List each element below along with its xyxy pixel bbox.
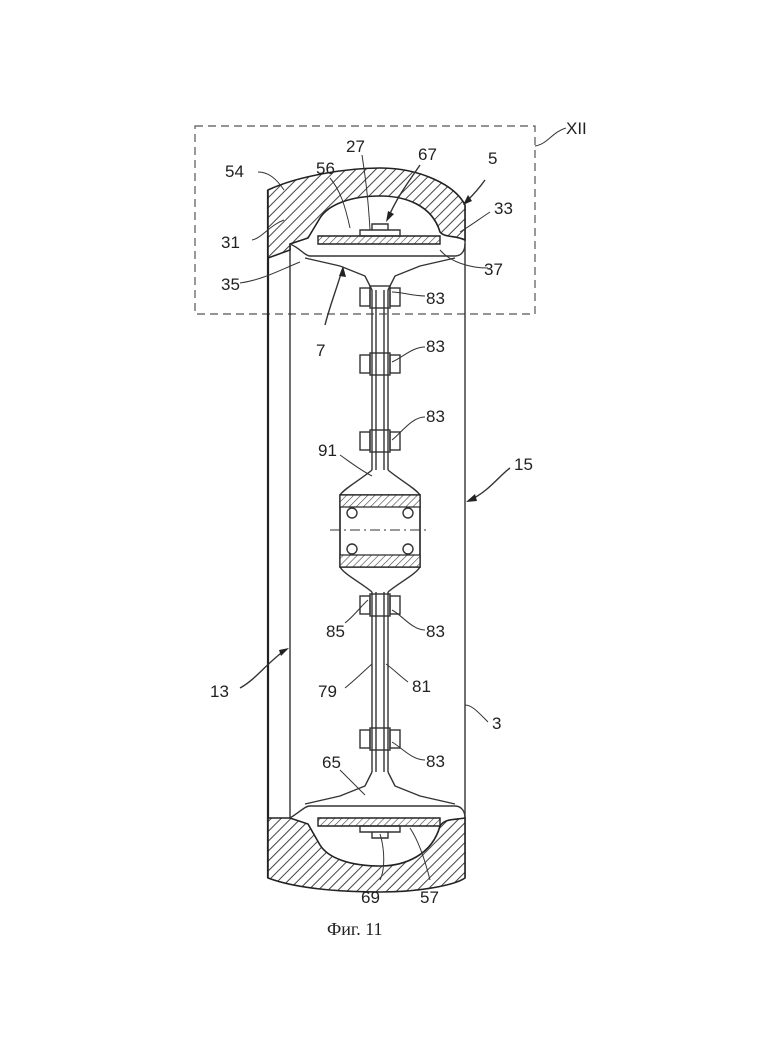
- detail-xii-leader: [535, 128, 566, 146]
- label-83-b: 83: [426, 337, 445, 356]
- label-67: 67: [418, 145, 437, 164]
- label-15: 15: [514, 455, 533, 474]
- top-valve: [360, 224, 400, 236]
- bottom-rim: [318, 818, 440, 826]
- label-83-e: 83: [426, 752, 445, 771]
- arrow-15: [470, 468, 510, 500]
- label-37: 37: [484, 260, 503, 279]
- central-web-lower: [372, 592, 388, 772]
- label-65: 65: [322, 753, 341, 772]
- label-33: 33: [494, 199, 513, 218]
- label-54: 54: [225, 162, 244, 181]
- bottom-rim-outline: [290, 806, 465, 818]
- arrow-7: [325, 270, 342, 325]
- figure-caption: Фиг. 11: [327, 919, 383, 939]
- label-xii: XII: [566, 119, 587, 138]
- arrow-13-head: [279, 648, 289, 656]
- label-69: 69: [361, 888, 380, 907]
- label-91: 91: [318, 441, 337, 460]
- label-3: 3: [492, 714, 501, 733]
- top-rim-outline: [290, 244, 465, 256]
- bottom-hub-plate: [305, 772, 455, 804]
- label-83-c: 83: [426, 407, 445, 426]
- label-13: 13: [210, 682, 229, 701]
- arrow-15-head: [466, 494, 477, 502]
- hub-bearing: [330, 470, 430, 592]
- label-83-a: 83: [426, 289, 445, 308]
- bottom-tire-section: [268, 818, 465, 892]
- label-7: 7: [316, 341, 325, 360]
- top-rim: [318, 236, 440, 244]
- label-5: 5: [488, 149, 497, 168]
- label-56: 56: [316, 159, 335, 178]
- arrow-13: [240, 650, 285, 688]
- label-57: 57: [420, 888, 439, 907]
- top-hub-plate: [305, 258, 455, 290]
- central-web: [372, 290, 388, 470]
- label-35: 35: [221, 275, 240, 294]
- label-79: 79: [318, 682, 337, 701]
- detail-xii-frame: [195, 126, 535, 314]
- label-81: 81: [412, 677, 431, 696]
- arrow-67-head: [386, 211, 394, 222]
- label-85: 85: [326, 622, 345, 641]
- label-83-d: 83: [426, 622, 445, 641]
- label-27: 27: [346, 137, 365, 156]
- bottom-valve: [360, 826, 400, 838]
- label-31: 31: [221, 233, 240, 252]
